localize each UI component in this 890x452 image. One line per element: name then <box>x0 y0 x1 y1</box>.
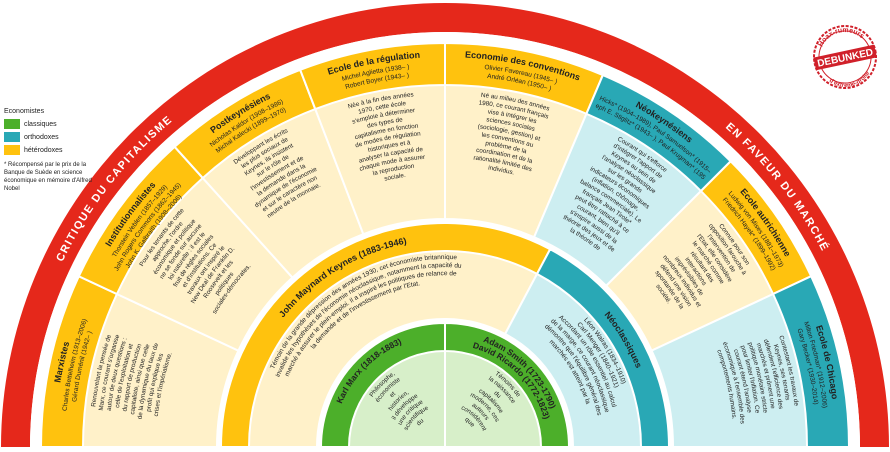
svg-text:et: et <box>388 390 397 399</box>
inner-text-line: du <box>415 417 425 427</box>
stamp-bottom-text: d'extrême-droite <box>827 69 874 92</box>
svg-text:du: du <box>415 417 425 427</box>
outer-text-line: sociale. <box>384 172 407 183</box>
inner-text-line: du <box>492 390 502 400</box>
legend-swatch <box>4 119 20 129</box>
stamp-main-text: DEBUNKED <box>816 47 874 70</box>
legend-swatch <box>4 132 20 142</box>
svg-text:d'extrême-droite: d'extrême-droite <box>827 69 874 92</box>
legend-label: orthodoxes <box>24 133 59 141</box>
legend-label: classiques <box>24 120 57 128</box>
legend: Economistes classiques orthodoxes hétéro… <box>4 108 100 193</box>
legend-item-classiques: classiques <box>4 119 100 129</box>
inner-text-line: et <box>388 390 397 399</box>
svg-text:du: du <box>492 390 502 400</box>
nobel-note: * Récompensé par le prix de la Banque de… <box>4 162 92 192</box>
legend-item-heterodoxes: hétérodoxes <box>4 145 100 155</box>
svg-text:sociale.: sociale. <box>384 172 407 183</box>
legend-swatch <box>4 145 20 155</box>
legend-title: Economistes <box>4 108 45 115</box>
legend-item-orthodoxes: orthodoxes <box>4 132 100 142</box>
debunked-stamp: Hoax-rumeurs DEBUNKED d'extrême-droite <box>813 23 877 92</box>
legend-label: hétérodoxes <box>24 146 63 154</box>
